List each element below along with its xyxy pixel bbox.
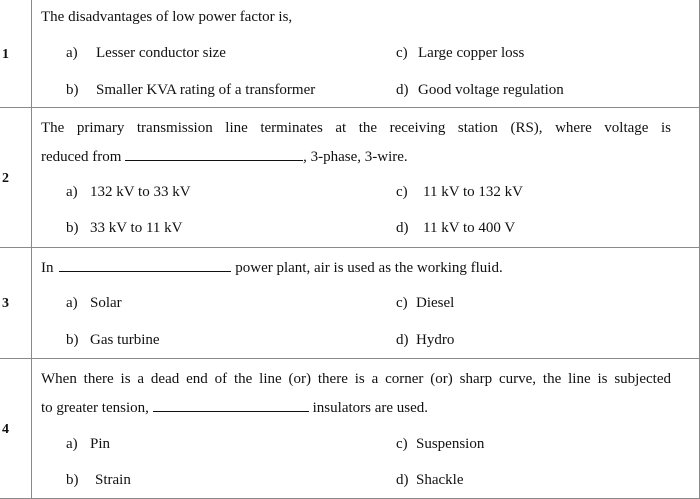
question-text-continued: reduced from , 3-phase, 3-wire. [41, 148, 408, 166]
option-letter: c) [396, 436, 408, 452]
option-text: Diesel [416, 295, 455, 311]
option-letter: b) [66, 332, 79, 348]
option-text: Strain [95, 472, 131, 488]
option-text: 11 kV to 132 kV [423, 184, 524, 200]
question-number: 1 [2, 47, 9, 62]
option-letter: d) [396, 82, 409, 98]
question-number-cell: 2 [0, 108, 32, 247]
option-c: c) Large copper loss [396, 44, 524, 62]
answer-blank [59, 259, 232, 272]
question-number: 4 [2, 422, 9, 437]
question-row-1: 1 The disadvantages of low power factor … [0, 0, 700, 108]
option-letter: d) [396, 472, 409, 488]
option-letter: c) [396, 184, 408, 200]
option-letter: a) [66, 45, 78, 61]
question-text-part: , 3-phase, 3-wire. [303, 149, 408, 165]
option-b: b) 33 kV to 11 kV [66, 219, 183, 237]
question-text: The disadvantages of low power factor is… [41, 9, 293, 25]
option-text: Good voltage regulation [418, 82, 564, 98]
question-text: In power plant, air is used as the worki… [41, 259, 503, 277]
option-text: Large copper loss [418, 45, 525, 61]
option-text: Suspension [416, 436, 485, 452]
question-text-part: insulators are used. [312, 400, 429, 416]
question-text-part: to greater tension, [41, 400, 149, 416]
question-text: The primary transmission line terminates… [41, 120, 671, 136]
question-number-cell: 1 [0, 0, 32, 107]
option-a: a) Pin [66, 435, 110, 453]
option-letter: d) [396, 220, 409, 236]
option-b: b) Smaller KVA rating of a transformer [66, 81, 315, 99]
option-letter: a) [66, 436, 78, 452]
option-letter: a) [66, 184, 78, 200]
question-text-continued: to greater tension, insulators are used. [41, 399, 428, 417]
option-text: Gas turbine [90, 332, 160, 348]
option-letter: b) [66, 82, 79, 98]
option-letter: b) [66, 472, 79, 488]
option-text: 33 kV to 11 kV [90, 220, 183, 236]
option-letter: c) [396, 45, 408, 61]
question-row-3: 3 In power plant, air is used as the wor… [0, 248, 700, 359]
option-d: d) Good voltage regulation [396, 81, 564, 99]
option-d: d) 11 kV to 400 V [396, 219, 515, 237]
question-number: 3 [2, 296, 9, 311]
option-d: d) Hydro [396, 331, 454, 349]
question-row-4: 4 When there is a dead end of the line (… [0, 359, 700, 499]
question-text-part: reduced from [41, 149, 122, 165]
option-text: 132 kV to 33 kV [90, 184, 191, 200]
option-text: Lesser conductor size [96, 45, 226, 61]
answer-blank [152, 399, 309, 412]
option-a: a) Lesser conductor size [66, 44, 226, 62]
question-text-part: In [41, 260, 54, 276]
option-letter: c) [396, 295, 408, 311]
option-text: 11 kV to 400 V [423, 220, 516, 236]
question-number-cell: 3 [0, 248, 32, 358]
option-text: Smaller KVA rating of a transformer [96, 82, 316, 98]
question-number: 2 [2, 171, 9, 186]
option-a: a) 132 kV to 33 kV [66, 183, 191, 201]
option-letter: b) [66, 220, 79, 236]
question-text-part: power plant, air is used as the working … [235, 260, 503, 276]
option-text: Hydro [416, 332, 455, 348]
option-a: a) Solar [66, 294, 122, 312]
option-text: Shackle [416, 472, 464, 488]
option-letter: a) [66, 295, 78, 311]
question-row-2: 2 The primary transmission line terminat… [0, 108, 700, 248]
option-b: b) Strain [66, 471, 131, 489]
option-text: Pin [90, 436, 111, 452]
option-b: b) Gas turbine [66, 331, 160, 349]
option-c: c) Diesel [396, 294, 454, 312]
option-letter: d) [396, 332, 409, 348]
answer-blank [125, 148, 304, 161]
option-d: d) Shackle [396, 471, 463, 489]
question-number-cell: 4 [0, 359, 32, 498]
option-text: Solar [90, 295, 122, 311]
option-c: c) Suspension [396, 435, 484, 453]
option-c: c) 11 kV to 132 kV [396, 183, 523, 201]
question-text: When there is a dead end of the line (or… [41, 371, 671, 387]
